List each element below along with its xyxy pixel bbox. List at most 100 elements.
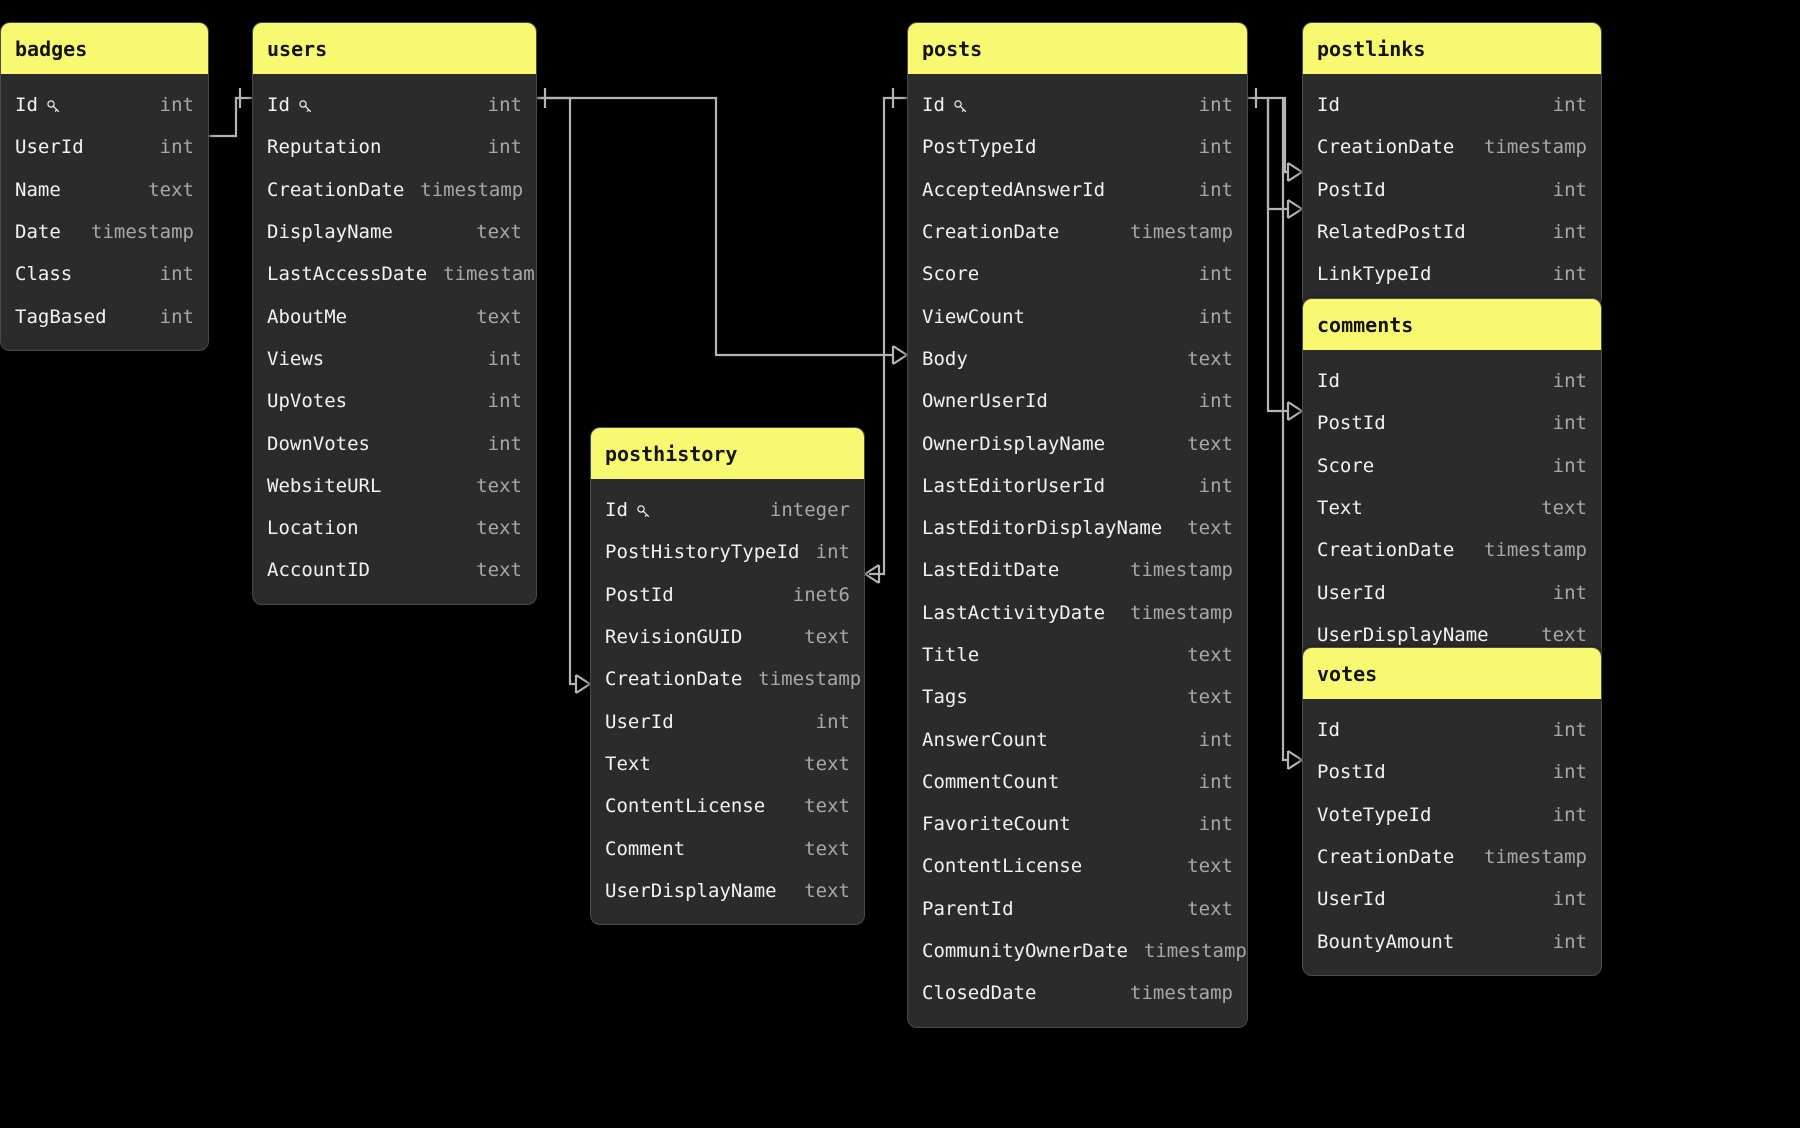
field-row[interactable]: Id int <box>908 84 1247 126</box>
field-name-wrap: Id <box>1317 719 1340 741</box>
field-type: text <box>476 474 522 497</box>
field-name-wrap: LastAccessDate <box>267 263 427 285</box>
field-type: text <box>476 517 522 540</box>
field-row[interactable]: Id int <box>253 84 536 126</box>
field-name-wrap: PostId <box>1317 179 1386 201</box>
field-name: UserId <box>605 710 674 733</box>
key-icon <box>635 503 652 520</box>
field-name-wrap: FavoriteCount <box>922 813 1071 835</box>
field-row[interactable]: Id int <box>1 84 208 126</box>
field-type: timestamp <box>1484 136 1587 159</box>
field-row[interactable]: Location text <box>253 507 536 549</box>
field-type: timestamp <box>1143 940 1247 963</box>
field-type: int <box>159 263 194 286</box>
field-name-wrap: LastEditorUserId <box>922 475 1105 497</box>
field-name: UserId <box>1317 581 1386 604</box>
field-type: text <box>1541 497 1587 520</box>
field-name-wrap: Location <box>267 517 359 539</box>
field-name-wrap: Text <box>605 753 651 775</box>
field-name-wrap: CreationDate <box>922 221 1059 243</box>
field-name: ViewCount <box>922 305 1025 328</box>
field-name-wrap: PostId <box>605 584 674 606</box>
field-type: int <box>1198 390 1233 413</box>
field-name: Name <box>15 178 61 201</box>
field-row[interactable]: Id integer <box>591 489 864 531</box>
field-type: timestamp <box>1484 539 1587 562</box>
edge-posts-votes <box>1281 98 1288 762</box>
field-type: int <box>487 136 522 159</box>
